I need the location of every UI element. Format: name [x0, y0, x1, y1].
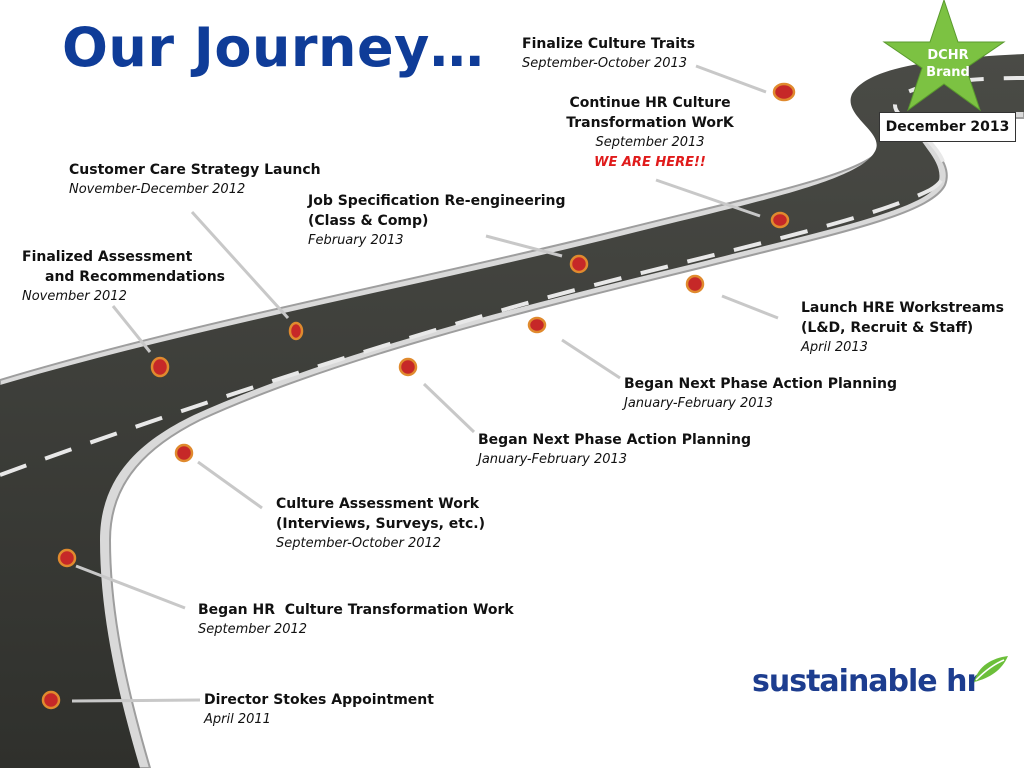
milestone-date: November-December 2012 [69, 182, 246, 197]
milestone-title: Director Stokes Appointment [204, 692, 434, 708]
milestone-title-line2: and Recommendations [45, 269, 226, 285]
milestone-date: September-October 2012 [276, 536, 442, 551]
milestone-marker [685, 274, 705, 294]
pointer-line [422, 382, 476, 434]
milestone-label: Began Next Phase Action Planning January… [624, 374, 897, 414]
milestone-label: Finalize Culture Traits September-Octobe… [522, 34, 695, 74]
pointer-line [190, 210, 290, 320]
end-date-box: December 2013 [879, 112, 1016, 142]
star-label: DCHR Brand [918, 47, 978, 81]
pointer-line [561, 338, 621, 380]
milestone-title-line2: (Class & Comp) [308, 213, 429, 229]
milestone-title-line2: (Interviews, Surveys, etc.) [276, 516, 485, 532]
milestone-marker [772, 82, 796, 102]
milestone-label: Launch HRE Workstreams (L&D, Recruit & S… [801, 298, 1004, 358]
milestone-label: Culture Assessment Work (Interviews, Sur… [276, 494, 485, 554]
milestone-date: April 2013 [801, 340, 868, 355]
pointer-line [721, 294, 779, 320]
milestone-label: Began HR Culture Transformation Work Sep… [198, 600, 514, 640]
milestone-marker [569, 254, 589, 274]
road-surface [0, 54, 1024, 768]
milestone-title: Finalized Assessment [22, 249, 193, 265]
milestone-label: Customer Care Strategy Launch November-D… [69, 160, 321, 200]
milestone-title: Culture Assessment Work [276, 496, 480, 512]
milestone-title: Began Next Phase Action Planning [478, 432, 751, 448]
pointer-line [71, 698, 201, 703]
milestone-marker [288, 321, 304, 341]
milestone-date: February 2013 [308, 233, 404, 248]
pointer-line [695, 64, 767, 94]
milestone-date: April 2011 [204, 712, 271, 727]
pointer-line [197, 460, 263, 510]
pointer-line [75, 564, 186, 610]
current-position-note: WE ARE HERE!! [594, 155, 706, 170]
milestone-title-line2: (L&D, Recruit & Staff) [801, 320, 974, 336]
milestone-title-line2: Transformation WorK [566, 115, 734, 131]
milestone-marker [41, 690, 61, 710]
milestone-title: Began HR Culture Transformation Work [198, 602, 514, 618]
milestone-marker [174, 443, 194, 463]
milestone-label: Began Next Phase Action Planning January… [478, 430, 751, 470]
milestone-date: January-February 2013 [478, 452, 628, 467]
milestone-marker [527, 316, 547, 334]
road-center-line [0, 76, 1024, 477]
milestone-label: Director Stokes Appointment April 2011 [204, 690, 434, 730]
milestone-date: September 2013 [595, 135, 705, 150]
milestone-date: January-February 2013 [624, 396, 774, 411]
star-label-line1: DCHR [927, 48, 969, 63]
milestone-date: September 2012 [198, 622, 308, 637]
pointer-line [111, 305, 152, 353]
milestone-label: Job Specification Re-engineering (Class … [308, 191, 566, 251]
milestone-date: September-October 2013 [522, 56, 688, 71]
milestone-label: Finalized Assessment and Recommendations… [22, 247, 225, 307]
leaf-icon [974, 656, 1008, 682]
milestone-label-current: Continue HR Culture Transformation WorK … [565, 93, 735, 173]
milestone-title: Continue HR Culture [569, 95, 731, 111]
pointer-line [485, 234, 563, 258]
milestone-marker [57, 548, 77, 568]
page-title: Our Journey… [62, 16, 485, 79]
milestone-marker [398, 357, 418, 377]
milestone-title: Finalize Culture Traits [522, 36, 696, 52]
milestone-title: Began Next Phase Action Planning [624, 376, 897, 392]
milestone-marker [150, 356, 170, 378]
milestone-title: Launch HRE Workstreams [801, 300, 1004, 316]
milestone-marker [770, 211, 790, 229]
logo-text: sustainable hr [752, 664, 981, 699]
milestone-title: Job Specification Re-engineering [308, 193, 566, 209]
pointer-line [655, 178, 761, 218]
star-label-line2: Brand [926, 65, 970, 80]
star-icon [882, 0, 1006, 112]
milestone-title: Customer Care Strategy Launch [69, 162, 321, 178]
sustainable-hr-logo: sustainable hr [752, 656, 1008, 708]
milestone-date: November 2012 [22, 289, 127, 304]
